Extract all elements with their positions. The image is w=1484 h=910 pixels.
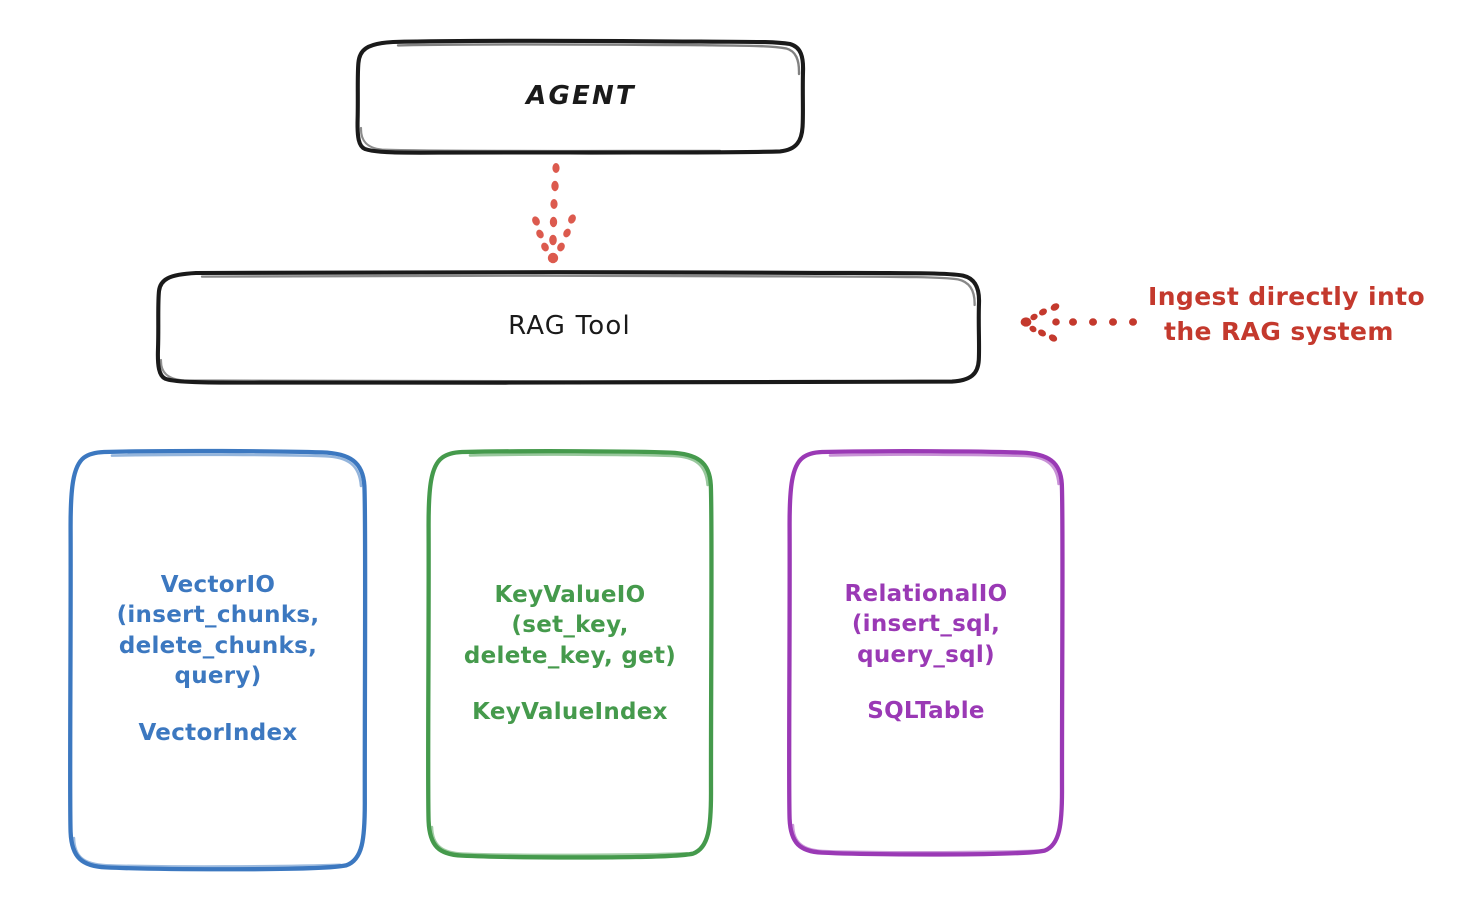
ingest-annotation-line-1: Ingest directly into	[1148, 282, 1426, 311]
ingest-annotation: Ingest directly into the RAG system	[1148, 279, 1478, 349]
agent-node[interactable]: AGENT	[358, 41, 804, 153]
agent-to-rag-arrow	[532, 163, 576, 264]
relational-io-node[interactable]: RelationalIO (insert_sql, query_sql) SQL…	[790, 450, 1062, 855]
ingest-annotation-line-2: the RAG system	[1164, 317, 1394, 346]
vector-io-node[interactable]: VectorIO (insert_chunks, delete_chunks, …	[70, 450, 366, 868]
ingest-annotation-arrow	[1020, 303, 1137, 342]
rag-tool-node[interactable]: RAG Tool	[158, 272, 981, 382]
key-value-io-node[interactable]: KeyValueIO (set_key, delete_key, get) Ke…	[429, 450, 711, 857]
vector-io-api-label: VectorIO (insert_chunks, delete_chunks, …	[116, 572, 320, 690]
rag-tool-node-label: RAG Tool	[508, 311, 631, 342]
relational-io-resource-label: SQLTable	[867, 697, 985, 724]
key-value-io-api-label: KeyValueIO (set_key, delete_key, get)	[463, 581, 677, 669]
key-value-io-resource-label: KeyValueIndex	[472, 698, 668, 725]
vector-io-resource-label: VectorIndex	[138, 719, 298, 746]
agent-node-label: AGENT	[526, 81, 636, 112]
relational-io-api-label: RelationalIO (insert_sql, query_sql)	[844, 580, 1008, 668]
